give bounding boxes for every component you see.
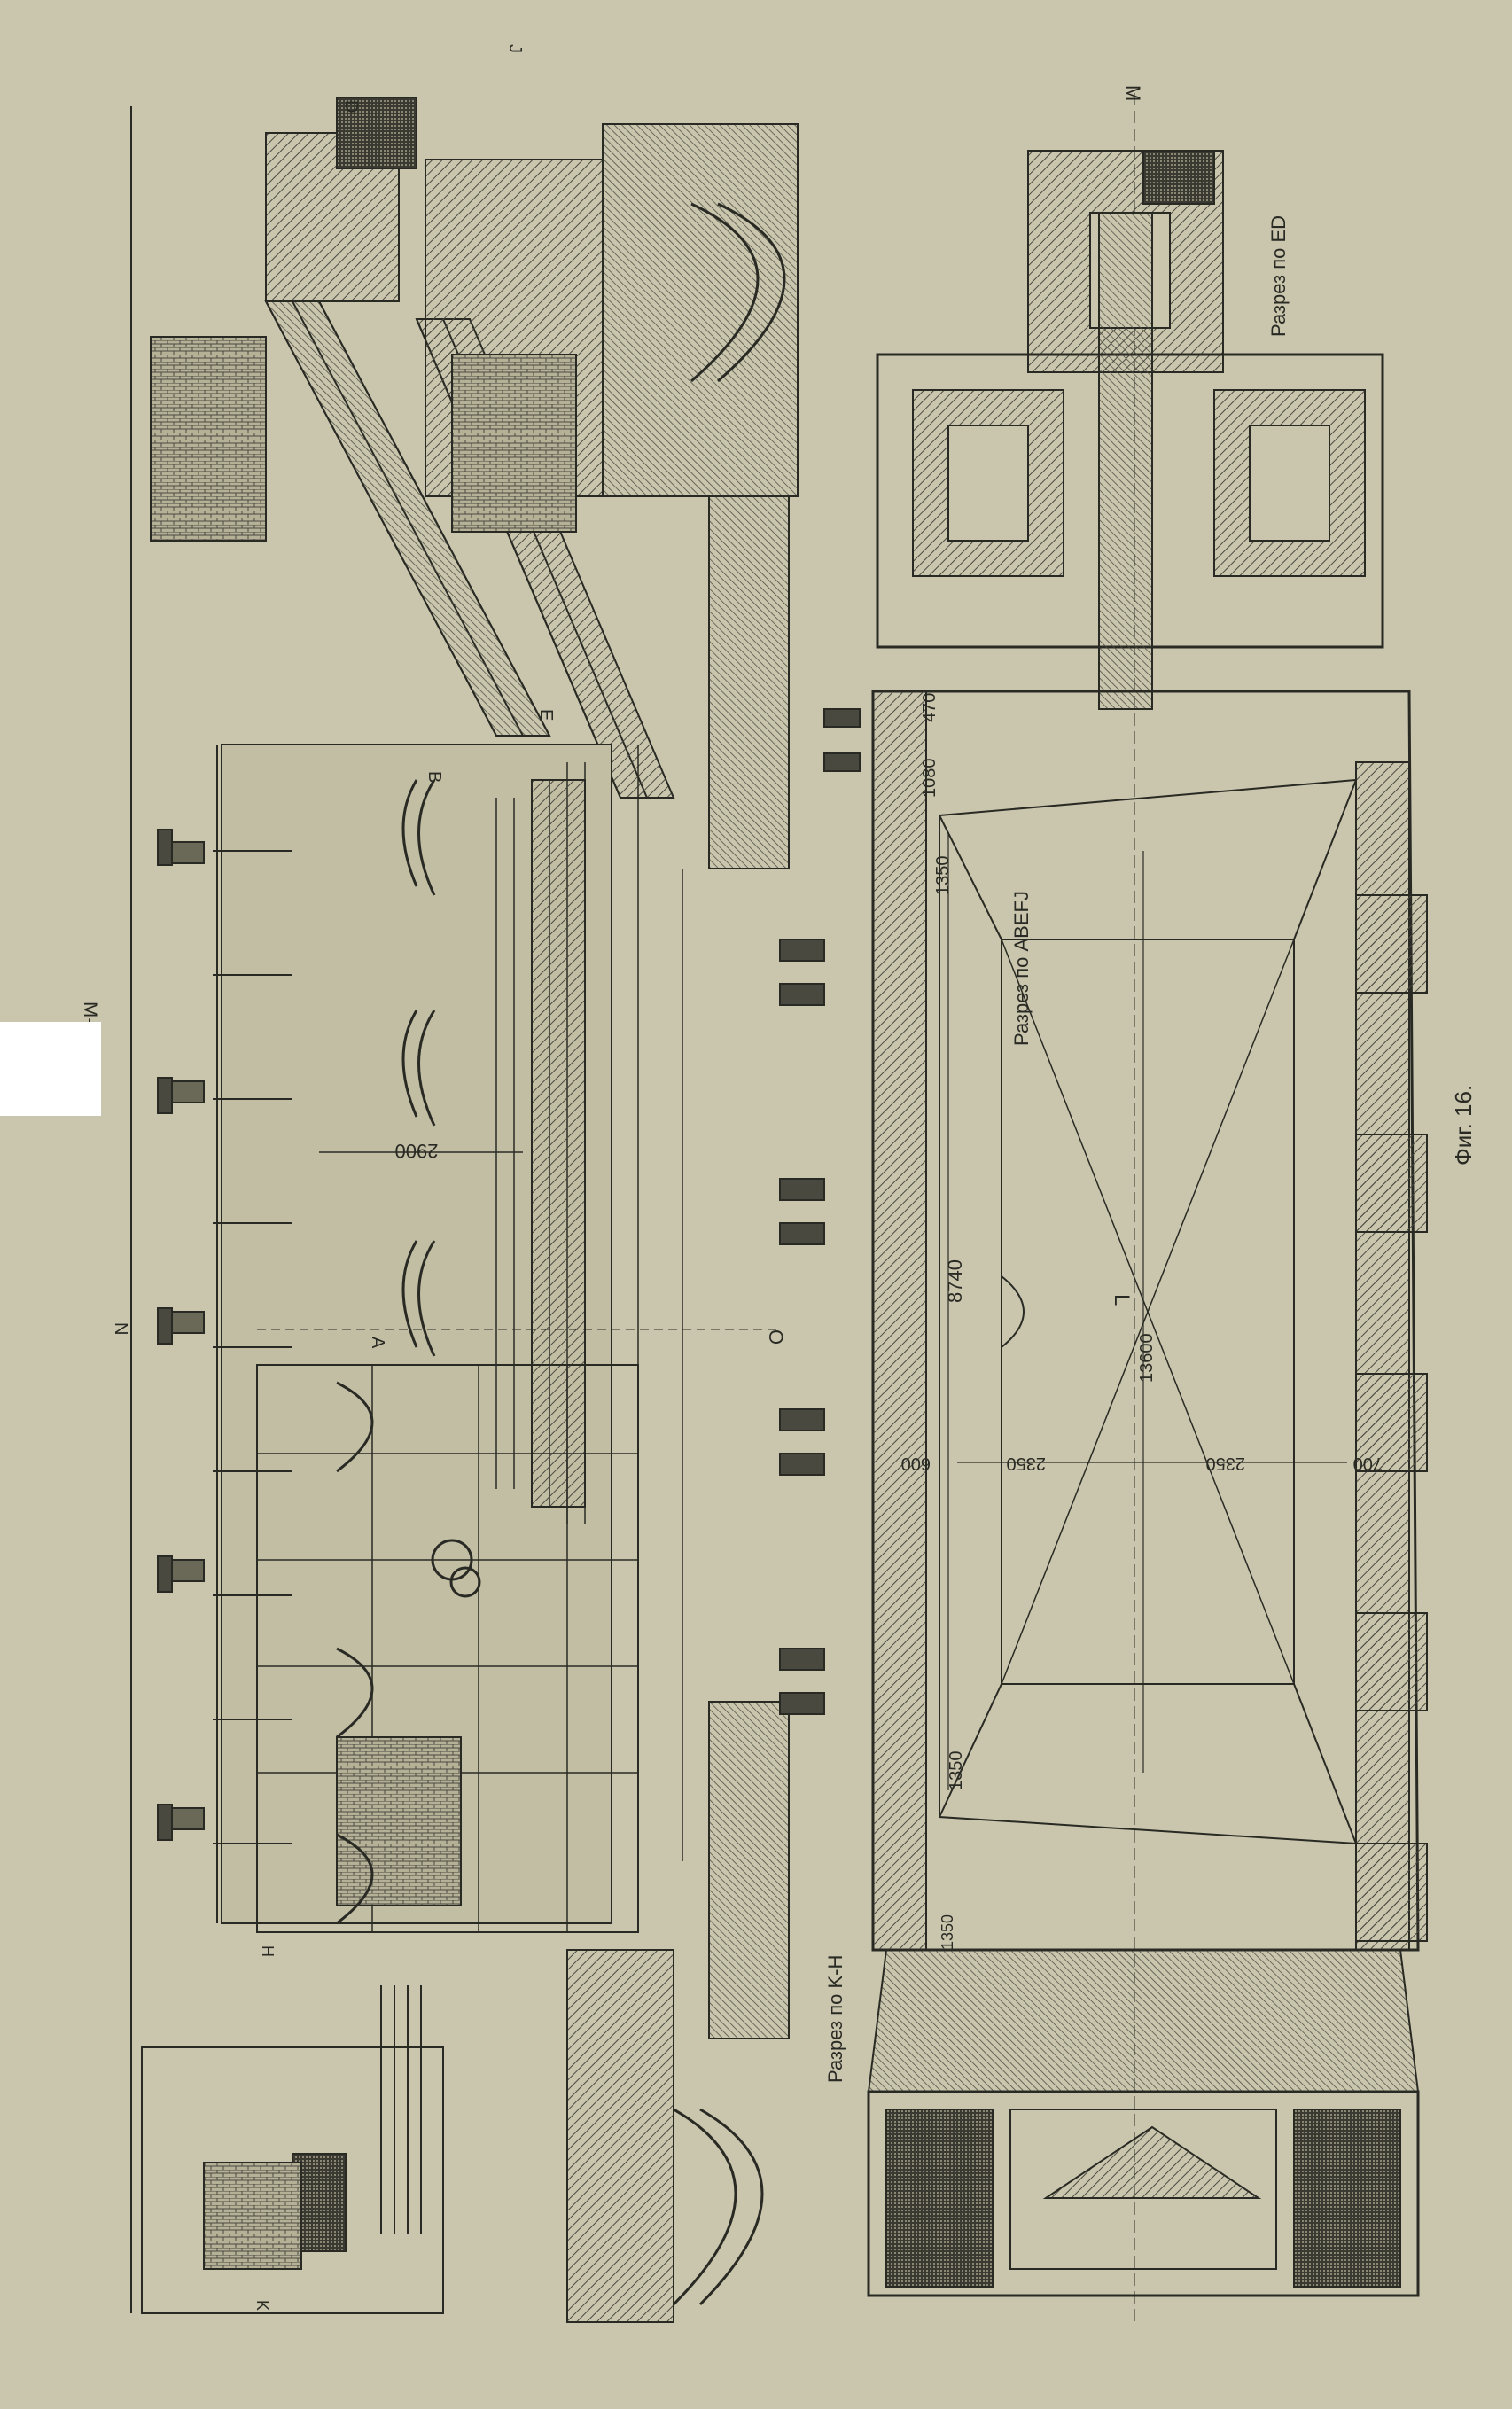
bottom-arch: [672, 2108, 737, 2306]
label-j: J: [505, 44, 525, 53]
dim-13600: 13600: [1137, 1333, 1157, 1383]
valve-frame: [256, 1364, 639, 1933]
dim-2350-b: 2350: [1206, 1454, 1246, 1473]
label-a: A: [368, 1337, 387, 1349]
label-e: E: [536, 709, 556, 721]
plan-view: [779, 93, 1428, 2322]
section-abefj: Разрез по ABEFJ: [1010, 891, 1033, 1046]
buckstays: [213, 850, 292, 1844]
lifting-hooks: [157, 829, 173, 1841]
hearth-bank: [531, 779, 586, 1508]
top-arch: [690, 202, 760, 383]
dim-1080: 1080: [920, 759, 939, 799]
kh-right-checker: [1293, 2109, 1401, 2288]
label-l: L: [1110, 1294, 1134, 1306]
label-k: K: [253, 2300, 271, 2311]
dim-2350-a: 2350: [1007, 1454, 1047, 1473]
lower-chamber: [141, 2046, 444, 2314]
side-section: [130, 97, 799, 2323]
dim-1350s: 1350: [939, 1914, 956, 1950]
flue-arch: [602, 123, 799, 497]
stair-flue-top: [708, 495, 790, 869]
lower-pipes: [380, 1985, 422, 2234]
checker-chamber: [451, 354, 577, 533]
label-m: M: [1122, 85, 1144, 101]
dim-8740: 8740: [944, 1259, 966, 1303]
tie-rod-anchors: [159, 841, 205, 1830]
charging-doors: [401, 779, 436, 1357]
label-b: B: [425, 771, 444, 783]
label-d: D: [341, 100, 361, 113]
kh-port-slope: [867, 1949, 1420, 2093]
dim-700: 700: [1353, 1454, 1383, 1473]
burner-brickwork: [336, 1736, 462, 1906]
plan-dimensions: [947, 833, 1347, 1790]
bath-wall-left: [872, 690, 927, 1951]
blank-label-patch: [0, 1022, 101, 1116]
stair-flue-bottom: [708, 1701, 790, 2039]
regenerator-block-top: [150, 336, 267, 542]
dim-1350-top: 1350: [933, 856, 953, 896]
figure-caption: Фиг. 16.: [1450, 1085, 1477, 1166]
port-checker: [336, 97, 417, 169]
dim-1350-bottom: 1350: [947, 1751, 966, 1791]
plan-anchors: [779, 708, 861, 1715]
tap-hole: [1001, 1275, 1025, 1348]
dim-2900: 2900: [395, 1140, 439, 1162]
right-bays: [1355, 894, 1428, 1942]
lower-regenerator-wall: [566, 1949, 674, 2323]
kh-regenerators: [867, 2090, 1420, 2297]
dim-470: 470: [920, 693, 939, 722]
kh-center-arch: [1042, 2125, 1262, 2199]
section-ed: Разрез по ED: [1267, 215, 1290, 337]
cooling-pipes: [336, 1381, 374, 1925]
port-roof: [264, 300, 551, 737]
label-n: N: [111, 1322, 130, 1335]
section-kh: Разрез по K-H: [824, 1955, 846, 2083]
kh-left-checker: [885, 2109, 994, 2288]
dim-600: 600: [901, 1454, 931, 1473]
label-o: O: [765, 1329, 787, 1345]
ed-flue: [1098, 212, 1153, 710]
label-h: H: [259, 1945, 277, 1957]
